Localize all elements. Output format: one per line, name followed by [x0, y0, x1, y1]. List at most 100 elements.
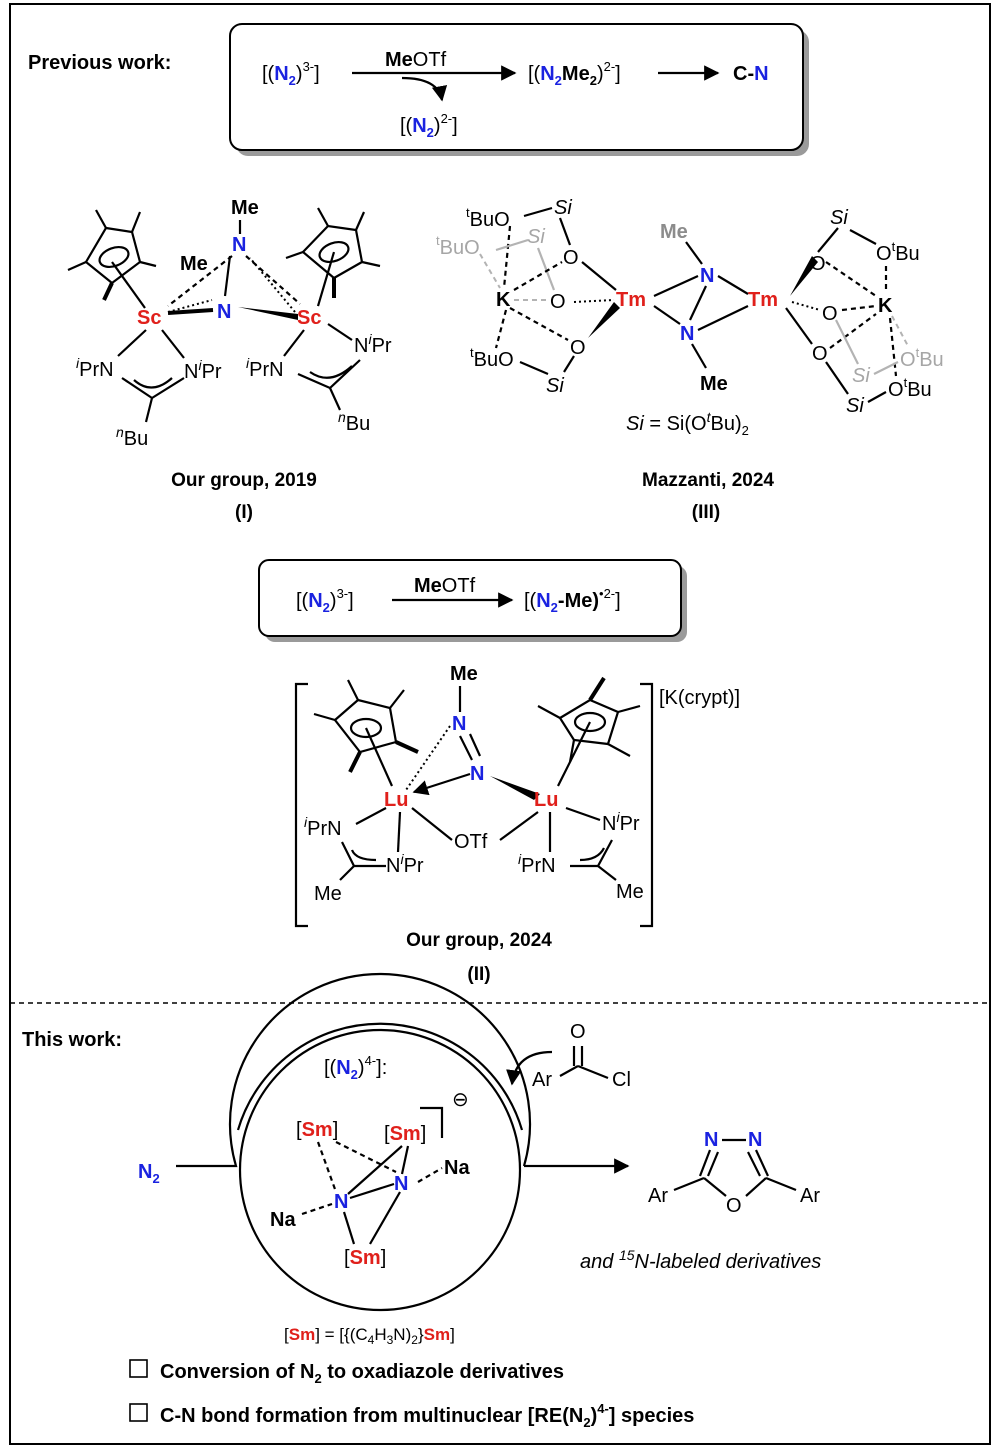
- scheme1-final: C-N: [733, 63, 769, 85]
- complex-I: Me N Me N Sc Sc iPrN NiPr nBu iPrN NiPr …: [67, 197, 392, 523]
- n-atom: N: [470, 763, 484, 785]
- cp-ring-right-II: [537, 676, 641, 787]
- ar-right: Ar: [800, 1185, 820, 1207]
- o-atom: O: [812, 343, 828, 365]
- complex-III: tBuO tBuO Si Si O O O K tBuO Si Tm Tm Me…: [436, 197, 944, 523]
- n2-label: N2: [138, 1161, 160, 1186]
- o-atom: O: [570, 337, 586, 359]
- si-grey: Si: [527, 226, 545, 248]
- this-work-heading: This work:: [22, 1029, 122, 1051]
- otbu-bottom-right: OtBu: [888, 375, 932, 401]
- sm-definition: [Sm] = [{(C4H3N)2}Sm]: [284, 1325, 455, 1347]
- reagent-o: O: [570, 1021, 586, 1043]
- previous-heading: Previous work:: [28, 52, 171, 74]
- tbuo-top: tBuO: [466, 205, 510, 231]
- otf-label: OTf: [454, 831, 488, 853]
- n-atom: N: [704, 1129, 718, 1151]
- scheme1-product: [(N2Me2)2-]: [528, 59, 621, 88]
- label-II: (II): [467, 964, 490, 985]
- scheme2-box: [(N2)3-] MeOTf [(N2-Me)•2-]: [258, 559, 687, 642]
- tm-atom: Tm: [616, 289, 646, 311]
- me-label: Me: [700, 373, 728, 395]
- reaction-circle-inner: [238, 1028, 522, 1312]
- n-atom: N: [680, 323, 694, 345]
- me-left-II: Me: [314, 883, 342, 905]
- counterion: [K(crypt)]: [659, 687, 740, 709]
- nbu-left: nBu: [116, 424, 148, 450]
- this-work-scheme: N2 [(N2)4-]: [Sm] [Sm] [Sm] N N Na Na ⊖ …: [138, 972, 821, 1347]
- scheme1-reagent: MeOTf: [385, 49, 447, 71]
- n-atom: N: [334, 1191, 348, 1213]
- n-atom: N: [232, 234, 246, 256]
- cp-ring-right: [285, 207, 381, 307]
- reagent-cl: Cl: [612, 1069, 631, 1091]
- checkbox-icon: [129, 1403, 148, 1422]
- ar-left: Ar: [648, 1185, 668, 1207]
- label-III: (III): [692, 502, 721, 523]
- bullet-list: Conversion of N2 to oxadiazole derivativ…: [129, 1359, 694, 1430]
- tbuo-bottom: tBuO: [470, 345, 514, 371]
- reagent-curved-arrow: [506, 1050, 553, 1086]
- caption-II: Our group, 2024: [406, 930, 552, 951]
- n-ipr-left-II: NiPr: [386, 851, 424, 877]
- k-atom: K: [878, 295, 893, 317]
- sm-bottom: [Sm]: [344, 1247, 386, 1269]
- scheme1-curved-arrow: [401, 76, 448, 102]
- previous-scheme-box: [(N2)3-] MeOTf [(N2)2-] [(N2Me2)2-] C-N: [229, 23, 809, 156]
- labeled-derivatives: and 15N-labeled derivatives: [580, 1247, 821, 1273]
- outer-frame: [9, 3, 991, 1445]
- sc-atom: Sc: [137, 307, 161, 329]
- reagent-ar: Ar: [532, 1069, 552, 1091]
- n-atom: N: [452, 713, 466, 735]
- n-ipr-right: NiPr: [354, 331, 392, 357]
- me-right-II: Me: [616, 881, 644, 903]
- ipr-n-left-II: iPrN: [304, 814, 342, 840]
- ipr-n-right: iPrN: [246, 355, 284, 381]
- nbu-right: nBu: [338, 409, 370, 435]
- o-atom: O: [726, 1195, 742, 1217]
- otbu-grey-right: OtBu: [900, 345, 944, 371]
- label-I: (I): [235, 502, 253, 523]
- tbuo-grey: tBuO: [436, 233, 480, 259]
- sm-left: [Sm]: [296, 1119, 338, 1141]
- si-grey-right: Si: [852, 365, 870, 387]
- cp-ring-left-II: [313, 679, 419, 787]
- lu-atom: Lu: [534, 789, 558, 811]
- otbu-top-right: OtBu: [876, 239, 920, 265]
- cp-ring-left: [67, 209, 157, 309]
- sm-top: [Sm]: [384, 1123, 426, 1145]
- na-left: Na: [270, 1209, 296, 1231]
- checkbox-icon: [129, 1359, 148, 1378]
- ipr-n-left: iPrN: [76, 355, 114, 381]
- o-atom: O: [822, 303, 838, 325]
- caption-III: Mazzanti, 2024: [642, 470, 774, 491]
- caption-I: Our group, 2019: [171, 470, 317, 491]
- o-atom: O: [563, 247, 579, 269]
- complex-II: [K(crypt)] Me N N: [294, 663, 740, 985]
- n-ipr-right-II: NiPr: [602, 809, 640, 835]
- si-definition: Si = Si(OtBu)2: [626, 409, 749, 438]
- na-right: Na: [444, 1157, 470, 1179]
- n-atom: N: [700, 265, 714, 287]
- k-atom: K: [496, 289, 511, 311]
- si-top: Si: [554, 197, 572, 219]
- n-atom: N: [748, 1129, 762, 1151]
- si-bottom-right: Si: [846, 395, 864, 417]
- sc-atom: Sc: [297, 307, 321, 329]
- species-label: [(N2)4-]:: [324, 1053, 387, 1082]
- tm-atom: Tm: [748, 289, 778, 311]
- lu-atom: Lu: [384, 789, 408, 811]
- si-top-right: Si: [830, 207, 848, 229]
- me-label: Me: [450, 663, 478, 685]
- ipr-n-right-II: iPrN: [518, 851, 556, 877]
- me-label: Me: [180, 253, 208, 275]
- o-atom: O: [550, 291, 566, 313]
- si-bottom: Si: [546, 375, 564, 397]
- n-atom: N: [394, 1173, 408, 1195]
- oxadiazole-product: N N O Ar Ar: [648, 1129, 820, 1217]
- me-grey: Me: [660, 221, 688, 243]
- bullet-item: C-N bond formation from multinuclear [RE…: [160, 1401, 694, 1430]
- n-atom: N: [217, 301, 231, 323]
- bullet-item: Conversion of N2 to oxadiazole derivativ…: [160, 1361, 564, 1386]
